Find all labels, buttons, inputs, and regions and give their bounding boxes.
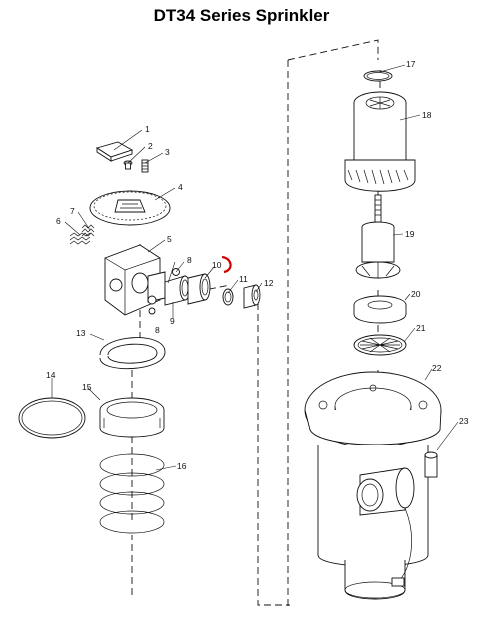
part-23-fitting	[391, 451, 438, 587]
part-6-spring	[69, 232, 91, 245]
callout-10: 10	[212, 260, 222, 270]
part-5-body	[104, 244, 166, 316]
part-2-screw	[123, 160, 133, 170]
part-21-screen	[353, 334, 407, 356]
part-4-arc-disc	[89, 190, 171, 226]
callout-2: 2	[148, 141, 153, 151]
callout-1: 1	[145, 124, 150, 134]
part-14-gasket	[18, 397, 86, 439]
assembly-axis-mid	[257, 292, 290, 606]
callout-8-top: 8	[187, 255, 192, 265]
leader-lines	[51, 64, 459, 471]
part-16-spring	[99, 453, 165, 534]
callout-21: 21	[416, 323, 426, 333]
callout-17: 17	[406, 59, 416, 69]
callout-6: 6	[56, 216, 61, 226]
callout-5: 5	[167, 234, 172, 244]
assembly-axis-left	[131, 240, 231, 595]
part-20-stator	[353, 295, 407, 324]
part-3-screw	[141, 159, 149, 173]
part-8-plug-bottom	[148, 307, 156, 315]
callout-3: 3	[165, 147, 170, 157]
part-15-retainer	[99, 397, 165, 438]
part-10-nozzle-insert	[187, 273, 211, 305]
callout-20: 20	[411, 289, 421, 299]
part-13-snap-ring	[99, 337, 166, 370]
part-11-o-ring	[222, 288, 234, 306]
part-12-plug	[243, 284, 261, 309]
callout-14: 14	[46, 370, 56, 380]
part-18-case	[344, 91, 416, 192]
part-19-gear-drive	[355, 194, 401, 279]
callout-15: 15	[82, 382, 92, 392]
callout-12: 12	[264, 278, 274, 288]
part-22-main-body	[304, 371, 442, 600]
part-7-spring	[81, 224, 95, 237]
callout-16: 16	[177, 461, 187, 471]
callout-23: 23	[459, 416, 469, 426]
callout-7: 7	[70, 206, 75, 216]
callout-13: 13	[76, 328, 86, 338]
callout-18: 18	[422, 110, 432, 120]
callout-19: 19	[405, 229, 415, 239]
part-1-cap	[95, 141, 134, 162]
diagram-title: DT34 Series Sprinkler	[153, 6, 330, 25]
callout-4: 4	[178, 182, 183, 192]
callout-8-bottom: 8	[155, 325, 160, 335]
part-9-nozzle	[164, 275, 191, 306]
callout-22: 22	[432, 363, 442, 373]
callout-9: 9	[170, 316, 175, 326]
callout-11: 11	[239, 274, 248, 284]
part-10-highlight-ring	[221, 255, 232, 274]
